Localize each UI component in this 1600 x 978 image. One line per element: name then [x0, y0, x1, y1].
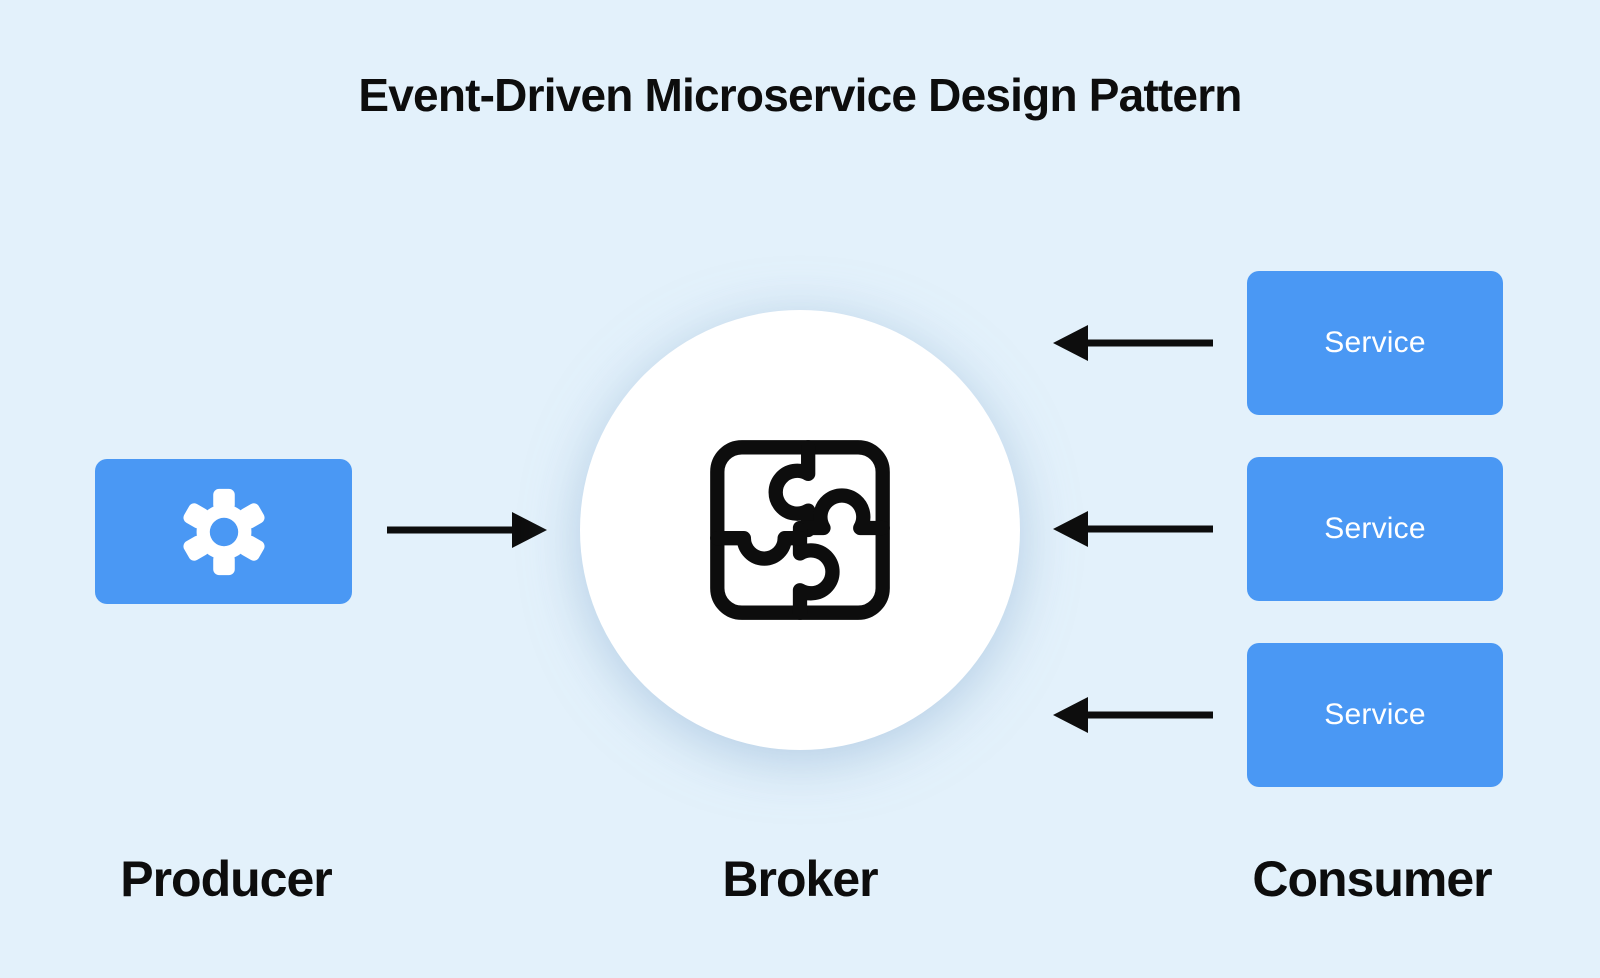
service-label: Service [1324, 698, 1426, 731]
diagram-title: Event-Driven Microservice Design Pattern [358, 69, 1242, 121]
service-label: Service [1324, 326, 1426, 359]
broker-label: Broker [722, 851, 878, 907]
service-node-1: Service [1247, 271, 1503, 415]
broker-node [580, 310, 1020, 750]
service-label: Service [1324, 512, 1426, 545]
producer-to-broker-arrow [386, 510, 548, 550]
service2-to-broker-arrow [1052, 509, 1214, 549]
service3-to-broker-arrow [1052, 695, 1214, 735]
puzzle-icon [702, 432, 898, 628]
producer-node [95, 459, 352, 604]
service-node-3: Service [1247, 643, 1503, 787]
service-node-2: Service [1247, 457, 1503, 601]
producer-label: Producer [120, 851, 333, 907]
gear-icon [177, 485, 271, 579]
consumer-label: Consumer [1252, 851, 1492, 907]
service1-to-broker-arrow [1052, 323, 1214, 363]
